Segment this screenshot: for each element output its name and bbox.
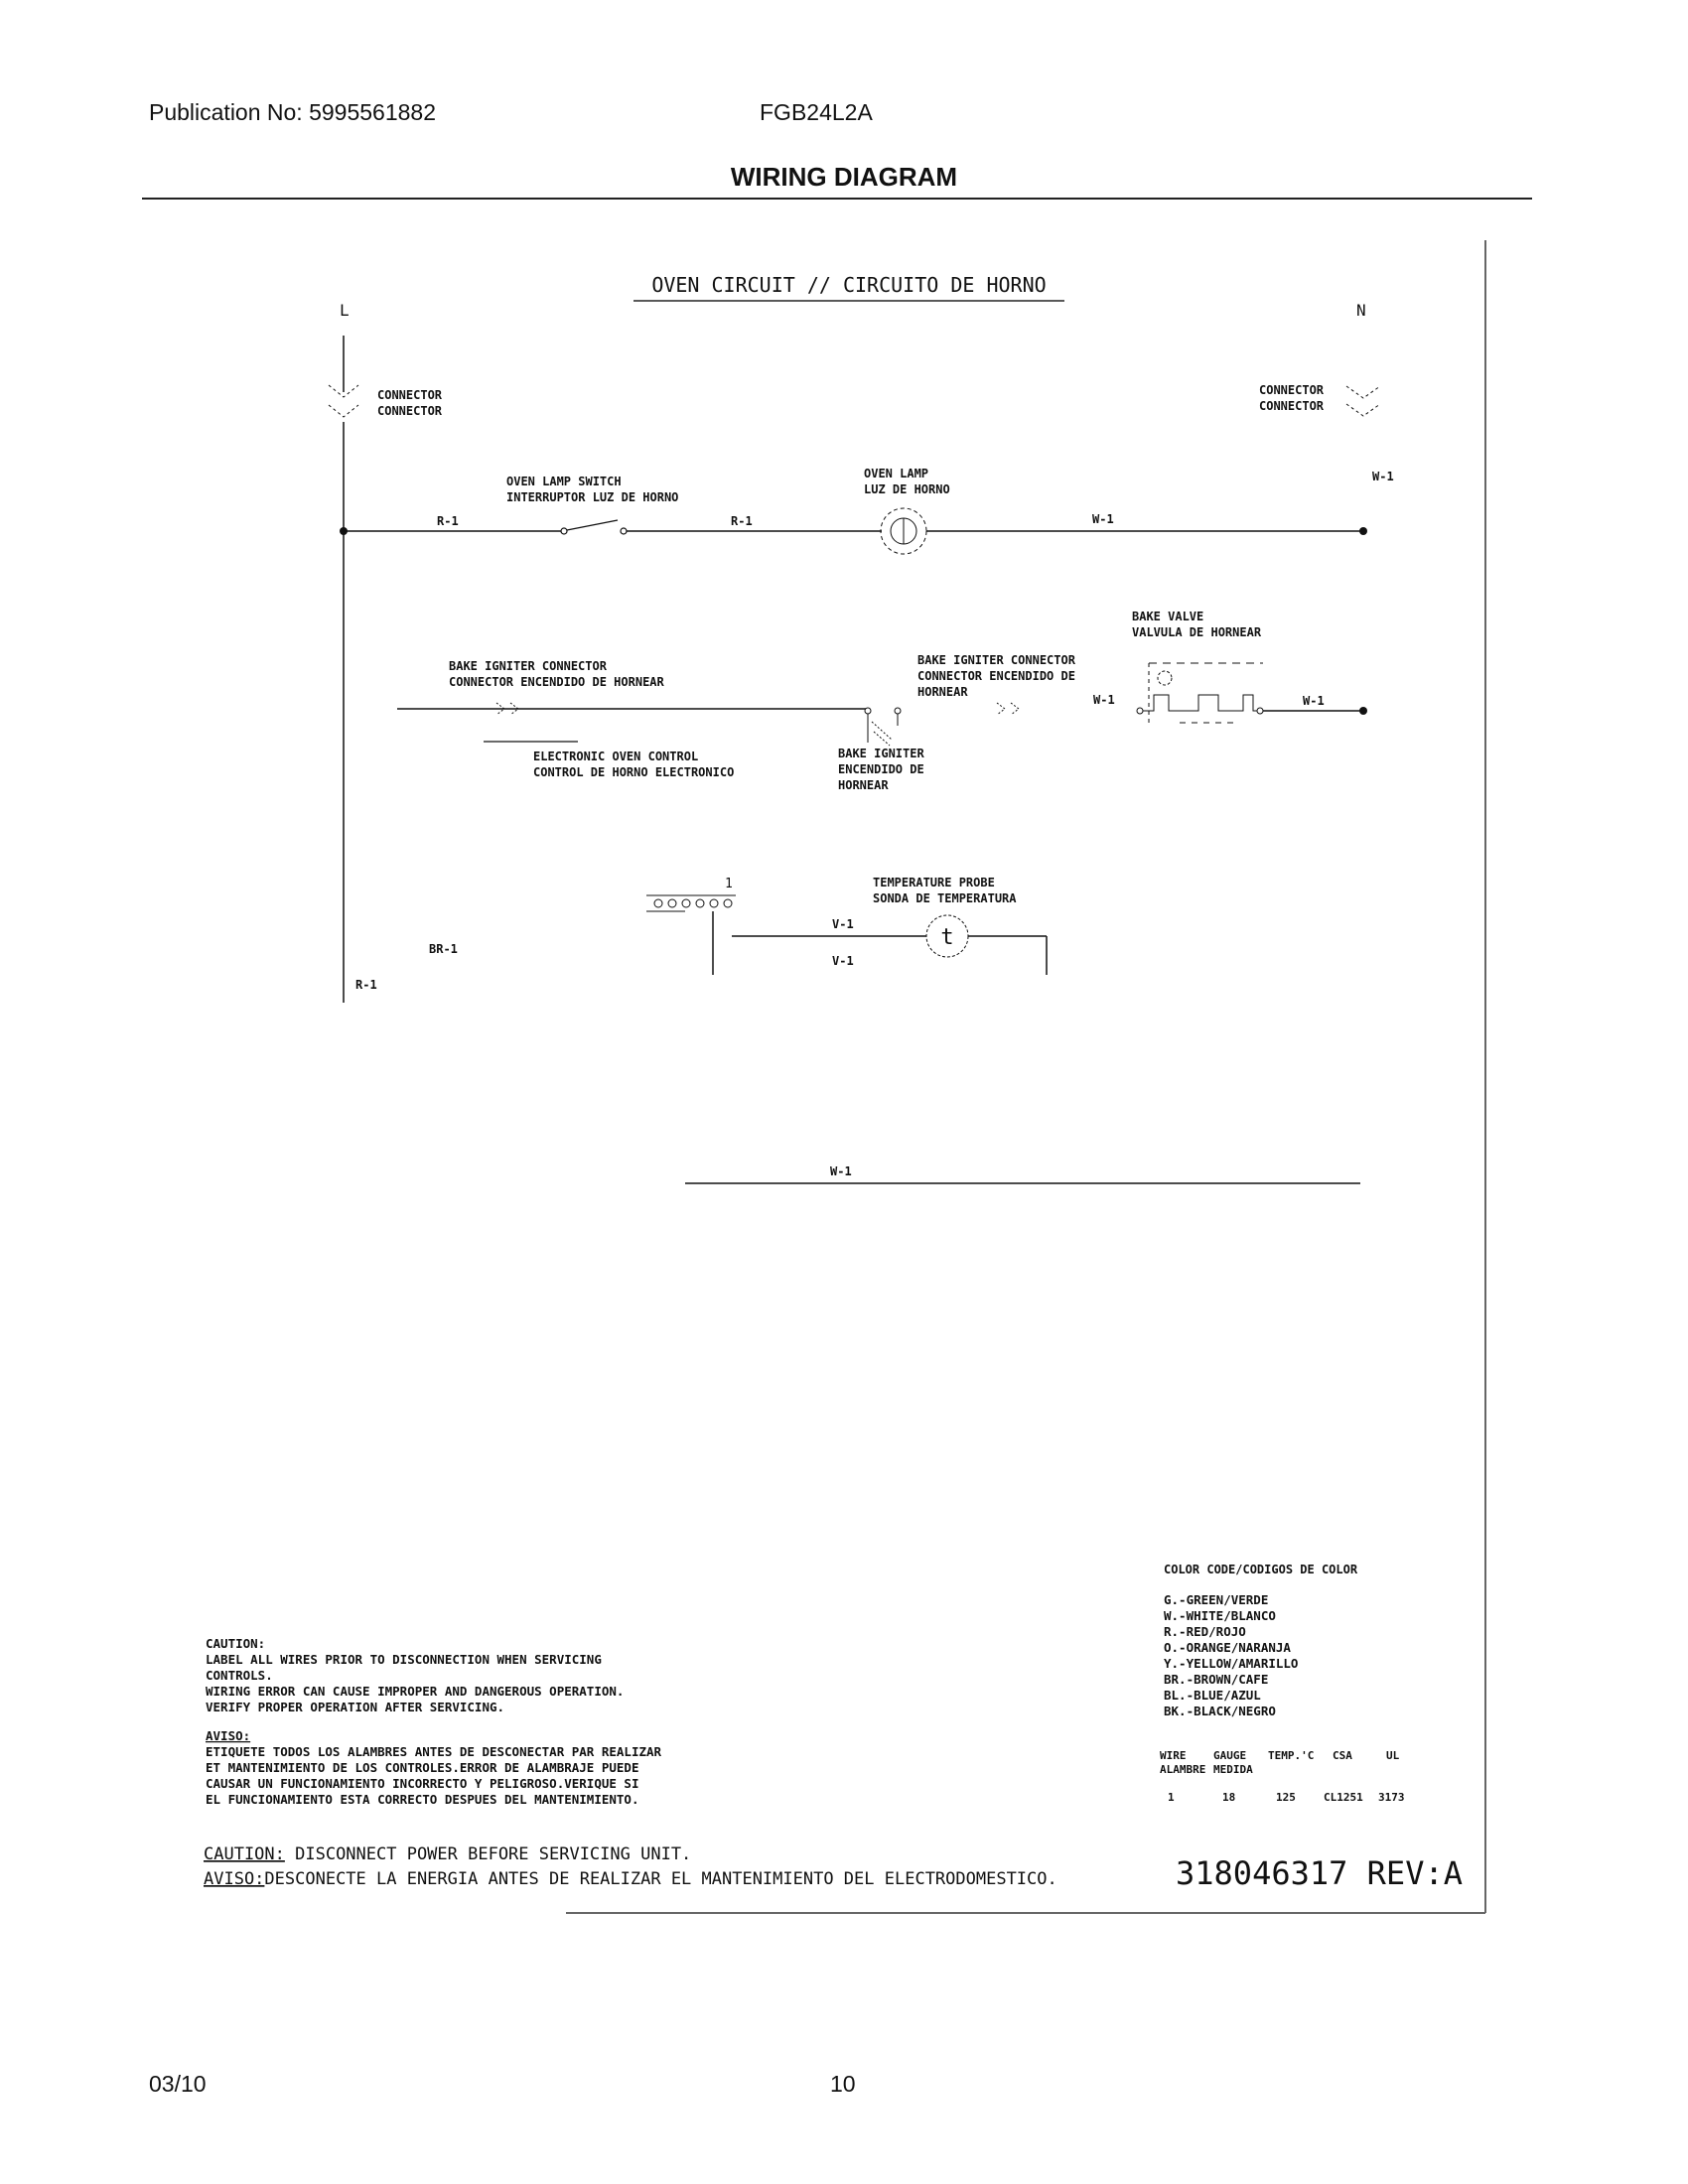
bake-valve-label-2: VALVULA DE HORNEAR — [1132, 625, 1262, 639]
wire-label-r1-c: R-1 — [355, 978, 377, 992]
oven-lamp-switch-symbol — [560, 519, 628, 535]
wire-table-cell: 3173 — [1378, 1791, 1405, 1804]
wire-table-cell: 1 — [1168, 1791, 1175, 1804]
bake-igniter-label-3: HORNEAR — [838, 778, 889, 792]
aviso-line: EL FUNCIONAMIENTO ESTA CORRECTO DESPUES … — [206, 1792, 639, 1807]
probe-t-label: t — [940, 925, 953, 950]
bottom-caution-key: CAUTION: — [204, 1844, 285, 1864]
footer-date: 03/10 — [149, 2071, 207, 2097]
color-code-item: BR.-BROWN/CAFE — [1164, 1672, 1268, 1687]
bake-igniter-label-1: BAKE IGNITER — [838, 747, 924, 760]
wire-label-v1-b: V-1 — [832, 954, 854, 968]
wire-label-w1-a: W-1 — [1092, 512, 1114, 526]
color-code-title: COLOR CODE/CODIGOS DE COLOR — [1164, 1563, 1358, 1576]
aviso-line: ET MANTENIMIENTO DE LOS CONTROLES.ERROR … — [206, 1760, 639, 1775]
bottom-caution-text: DISCONNECT POWER BEFORE SERVICING UNIT. — [285, 1844, 691, 1864]
right-connector-symbol — [1345, 385, 1381, 417]
aviso-line: ETIQUETE TODOS LOS ALAMBRES ANTES DE DES… — [206, 1744, 662, 1759]
bake-igniter-label-2: ENCENDIDO DE — [838, 762, 924, 776]
oven-lamp-switch-label-2: INTERRUPTOR LUZ DE HORNO — [506, 490, 678, 504]
bake-igniter-connector-right-symbol — [996, 702, 1020, 716]
oven-lamp-symbol — [880, 507, 927, 555]
wire-label-br1: BR-1 — [429, 942, 458, 956]
left-connector-symbol — [328, 384, 359, 418]
color-code-item: BL.-BLUE/AZUL — [1164, 1688, 1261, 1703]
bake-igniter-symbol — [864, 707, 902, 747]
right-connector-label-2: CONNECTOR — [1259, 399, 1325, 413]
color-code-item: G.-GREEN/VERDE — [1164, 1592, 1268, 1607]
electronic-oven-control-label-2: CONTROL DE HORNO ELECTRONICO — [533, 765, 734, 779]
control-pin-header — [646, 894, 736, 912]
wire-label-r1-a: R-1 — [437, 514, 459, 528]
bake-igniter-connector-right-label-2: CONNECTOR ENCENDIDO DE — [917, 669, 1075, 683]
wire-label-w1-b: W-1 — [1093, 693, 1115, 707]
caution-title: CAUTION: — [206, 1636, 265, 1651]
wire-label-w1-c: W-1 — [1303, 694, 1325, 708]
neutral-junction-valve — [1359, 707, 1367, 715]
caution-line: WIRING ERROR CAN CAUSE IMPROPER AND DANG… — [206, 1684, 624, 1699]
temperature-probe-label-1: TEMPERATURE PROBE — [873, 876, 995, 889]
wire-table-header-csa: CSA — [1333, 1749, 1352, 1762]
wire-table-header-gauge: GAUGE — [1213, 1749, 1246, 1762]
wire-label-w1-d: W-1 — [830, 1164, 852, 1178]
wire-label-v1-a: V-1 — [832, 917, 854, 931]
neutral-junction-lamp — [1359, 527, 1367, 535]
color-code-item: Y.-YELLOW/AMARILLO — [1164, 1656, 1298, 1671]
bake-valve-label-1: BAKE VALVE — [1132, 610, 1203, 623]
bake-igniter-connector-left-label-2: CONNECTOR ENCENDIDO DE HORNEAR — [449, 675, 665, 689]
wire-table-header-ul: UL — [1386, 1749, 1400, 1762]
line-label: L — [340, 301, 350, 320]
bake-igniter-connector-right-label-1: BAKE IGNITER CONNECTOR — [917, 653, 1076, 667]
left-connector-label-1: CONNECTOR — [377, 388, 443, 402]
electronic-oven-control-label-1: ELECTRONIC OVEN CONTROL — [533, 750, 698, 763]
aviso-title: AVISO: — [206, 1728, 250, 1743]
wire-label-r1-b: R-1 — [731, 514, 753, 528]
wire-table-header-wire: WIRE — [1160, 1749, 1187, 1762]
caution-line: VERIFY PROPER OPERATION AFTER SERVICING. — [206, 1700, 504, 1714]
bottom-aviso-key: AVISO: — [204, 1869, 264, 1889]
temperature-probe-symbol: t — [925, 914, 969, 958]
bake-igniter-connector-right-label-3: HORNEAR — [917, 685, 968, 699]
oven-lamp-switch-label-1: OVEN LAMP SWITCH — [506, 475, 622, 488]
wire-table-cell: 125 — [1276, 1791, 1296, 1804]
left-connector-label-2: CONNECTOR — [377, 404, 443, 418]
bottom-aviso-line: AVISO:DESCONECTE LA ENERGIA ANTES DE REA… — [204, 1869, 1057, 1889]
right-connector-label-1: CONNECTOR — [1259, 383, 1325, 397]
pin-one-label: 1 — [725, 877, 733, 891]
header-rule — [142, 198, 1532, 200]
neutral-label: N — [1356, 301, 1366, 320]
wire-label-w1-right: W-1 — [1372, 470, 1394, 483]
color-code-item: W.-WHITE/BLANCO — [1164, 1608, 1276, 1623]
caution-line: CONTROLS. — [206, 1668, 273, 1683]
circuit-title: OVEN CIRCUIT // CIRCUITO DE HORNO — [651, 273, 1046, 297]
wire-table-cell: 18 — [1222, 1791, 1235, 1804]
color-code-item: BK.-BLACK/NEGRO — [1164, 1704, 1276, 1718]
model-number: FGB24L2A — [760, 99, 873, 125]
bottom-aviso-text: DESCONECTE LA ENERGIA ANTES DE REALIZAR … — [264, 1869, 1056, 1889]
color-code-item: R.-RED/ROJO — [1164, 1624, 1246, 1639]
oven-lamp-label-1: OVEN LAMP — [864, 467, 928, 480]
wire-table-cell: CL1251 — [1324, 1791, 1363, 1804]
bake-igniter-connector-left-label-1: BAKE IGNITER CONNECTOR — [449, 659, 608, 673]
color-code-item: O.-ORANGE/NARANJA — [1164, 1640, 1291, 1655]
wire-table-subheader-alambre: ALAMBRE — [1160, 1763, 1205, 1776]
caution-line: LABEL ALL WIRES PRIOR TO DISCONNECTION W… — [206, 1652, 602, 1667]
footer-page-number: 10 — [830, 2071, 856, 2097]
oven-lamp-label-2: LUZ DE HORNO — [864, 482, 950, 496]
page-title: WIRING DIAGRAM — [730, 162, 958, 192]
bake-igniter-connector-left-symbol — [495, 702, 519, 716]
publication-number: Publication No: 5995561882 — [149, 99, 437, 125]
wire-table-header-temp: TEMP.'C — [1268, 1749, 1314, 1762]
aviso-line: CAUSAR UN FUNCIONAMIENTO INCORRECTO Y PE… — [206, 1776, 639, 1791]
drawing-number: 318046317 REV:A — [1176, 1854, 1463, 1892]
bake-valve-symbol — [1136, 662, 1264, 724]
bottom-caution-line: CAUTION: DISCONNECT POWER BEFORE SERVICI… — [204, 1844, 691, 1864]
temperature-probe-label-2: SONDA DE TEMPERATURA — [873, 891, 1017, 905]
wire-table-subheader-medida: MEDIDA — [1213, 1763, 1253, 1776]
